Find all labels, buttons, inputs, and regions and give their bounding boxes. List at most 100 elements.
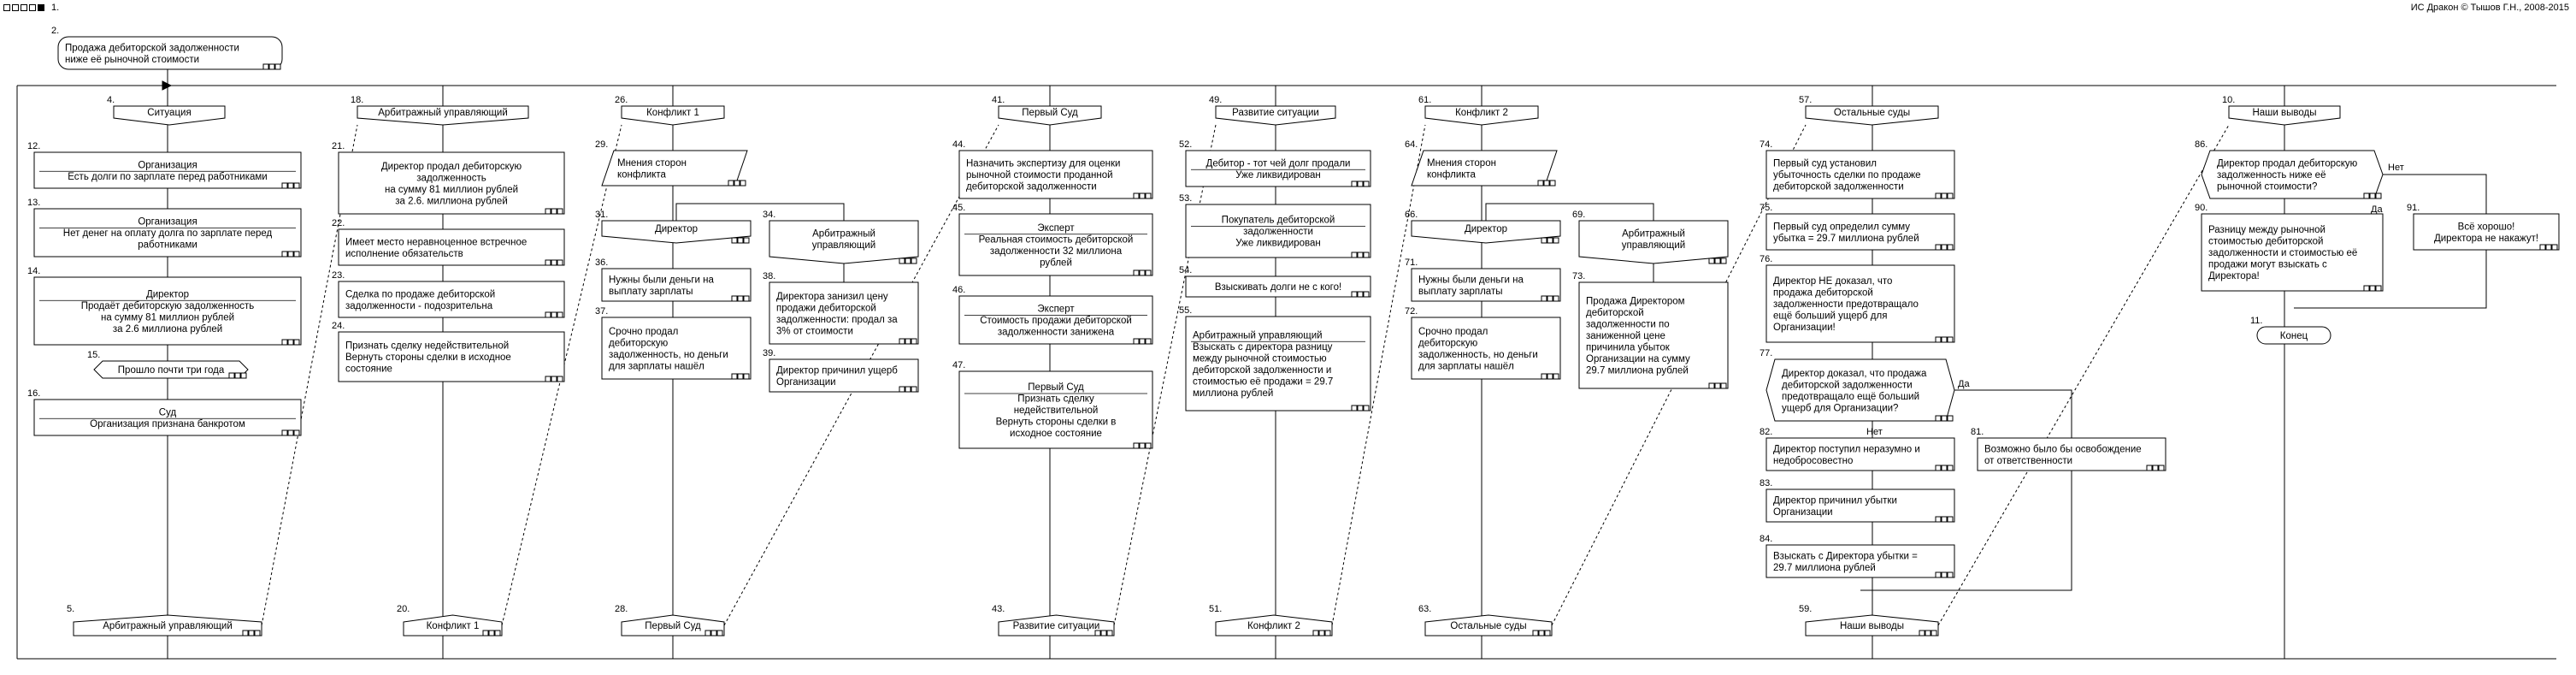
port-square-icon[interactable] xyxy=(731,237,738,244)
port-square-icon[interactable] xyxy=(1547,373,1553,380)
port-square-icon[interactable] xyxy=(2146,465,2153,471)
node-5[interactable]: 5.Арбитражный управляющий xyxy=(67,604,262,637)
node-28[interactable]: 28.Первый Суд xyxy=(615,604,725,637)
port-square-icon[interactable] xyxy=(281,429,288,436)
port-square-icon[interactable] xyxy=(1941,415,1948,422)
port-square-icon[interactable] xyxy=(1532,630,1539,637)
port-square-icon[interactable] xyxy=(2158,465,2165,471)
port-square-icon[interactable] xyxy=(1363,405,1370,412)
node-53[interactable]: 53.Покупатель дебиторскойзадолженностиУж… xyxy=(1179,193,1371,258)
node-73[interactable]: 73.Продажа Директоромдебиторскойзадолжен… xyxy=(1572,271,1729,389)
port-square-icon[interactable] xyxy=(1941,336,1948,343)
node-26[interactable]: 26.Конфликт 1 xyxy=(615,95,725,126)
node-15[interactable]: 15.Прошло почти три года xyxy=(87,350,249,379)
port-square-icon[interactable] xyxy=(494,630,501,637)
node-66[interactable]: 66.Директор xyxy=(1405,210,1561,244)
port-square-icon[interactable] xyxy=(1708,258,1715,264)
window-square-icon[interactable] xyxy=(3,4,10,11)
node-51[interactable]: 51.Конфликт 2 xyxy=(1209,604,1333,637)
window-square-icon[interactable] xyxy=(29,4,36,11)
port-square-icon[interactable] xyxy=(551,259,557,266)
port-square-icon[interactable] xyxy=(1318,630,1325,637)
port-square-icon[interactable] xyxy=(281,182,288,189)
port-square-icon[interactable] xyxy=(911,386,917,393)
port-square-icon[interactable] xyxy=(743,237,750,244)
port-square-icon[interactable] xyxy=(1538,630,1545,637)
port-square-icon[interactable] xyxy=(254,630,261,637)
port-square-icon[interactable] xyxy=(1947,336,1954,343)
port-square-icon[interactable] xyxy=(704,630,711,637)
port-square-icon[interactable] xyxy=(281,251,288,258)
port-square-icon[interactable] xyxy=(2375,285,2382,292)
port-square-icon[interactable] xyxy=(1357,291,1364,298)
port-square-icon[interactable] xyxy=(234,372,241,379)
port-square-icon[interactable] xyxy=(905,386,911,393)
port-square-icon[interactable] xyxy=(1133,269,1140,276)
port-square-icon[interactable] xyxy=(899,386,905,393)
port-square-icon[interactable] xyxy=(1925,630,1931,637)
port-square-icon[interactable] xyxy=(1363,181,1370,187)
port-square-icon[interactable] xyxy=(2375,192,2382,199)
port-square-icon[interactable] xyxy=(1543,180,1550,187)
port-square-icon[interactable] xyxy=(1541,237,1547,244)
port-square-icon[interactable] xyxy=(1139,269,1146,276)
port-square-icon[interactable] xyxy=(2152,465,2159,471)
port-square-icon[interactable] xyxy=(1714,382,1721,389)
port-square-icon[interactable] xyxy=(1941,192,1948,199)
port-square-icon[interactable] xyxy=(1941,516,1948,523)
port-square-icon[interactable] xyxy=(1363,291,1370,298)
port-square-icon[interactable] xyxy=(1935,415,1942,422)
port-square-icon[interactable] xyxy=(488,630,495,637)
port-square-icon[interactable] xyxy=(743,373,750,380)
port-square-icon[interactable] xyxy=(1541,295,1547,302)
port-square-icon[interactable] xyxy=(287,429,294,436)
port-square-icon[interactable] xyxy=(268,63,275,70)
port-square-icon[interactable] xyxy=(740,180,746,187)
port-square-icon[interactable] xyxy=(1935,571,1942,578)
port-square-icon[interactable] xyxy=(240,372,247,379)
port-square-icon[interactable] xyxy=(1357,405,1364,412)
port-square-icon[interactable] xyxy=(1947,415,1954,422)
port-square-icon[interactable] xyxy=(1133,338,1140,345)
port-square-icon[interactable] xyxy=(905,258,911,264)
port-square-icon[interactable] xyxy=(1547,237,1553,244)
port-square-icon[interactable] xyxy=(1145,269,1152,276)
port-square-icon[interactable] xyxy=(905,338,911,345)
port-square-icon[interactable] xyxy=(1935,244,1942,251)
port-square-icon[interactable] xyxy=(1935,516,1942,523)
window-square-icon[interactable] xyxy=(12,4,19,11)
port-square-icon[interactable] xyxy=(899,258,905,264)
node-61[interactable]: 61.Конфликт 2 xyxy=(1418,95,1539,126)
node-4[interactable]: 4.Ситуация xyxy=(107,95,226,126)
port-square-icon[interactable] xyxy=(293,429,300,436)
node-77[interactable]: 77.Директор доказал, что продажадебиторс… xyxy=(1760,348,1955,422)
port-square-icon[interactable] xyxy=(557,376,563,382)
port-square-icon[interactable] xyxy=(1947,571,1954,578)
port-square-icon[interactable] xyxy=(557,311,563,318)
node-21[interactable]: 21.Директор продал дебиторскуюзадолженно… xyxy=(332,141,565,215)
port-square-icon[interactable] xyxy=(551,208,557,215)
port-square-icon[interactable] xyxy=(2369,285,2376,292)
node-72[interactable]: 72.Срочно продалдебиторскуюзадолженность… xyxy=(1405,306,1561,380)
port-square-icon[interactable] xyxy=(1947,244,1954,251)
port-square-icon[interactable] xyxy=(1351,291,1358,298)
port-square-icon[interactable] xyxy=(1312,630,1319,637)
port-square-icon[interactable] xyxy=(274,63,281,70)
port-square-icon[interactable] xyxy=(1537,180,1544,187)
port-square-icon[interactable] xyxy=(262,63,269,70)
port-square-icon[interactable] xyxy=(731,373,738,380)
port-square-icon[interactable] xyxy=(731,295,738,302)
port-square-icon[interactable] xyxy=(2539,244,2546,251)
port-square-icon[interactable] xyxy=(1351,252,1358,258)
port-square-icon[interactable] xyxy=(1549,180,1556,187)
node-84[interactable]: 84.Взыскать с Директора убытки =29.7 мил… xyxy=(1760,534,1955,578)
